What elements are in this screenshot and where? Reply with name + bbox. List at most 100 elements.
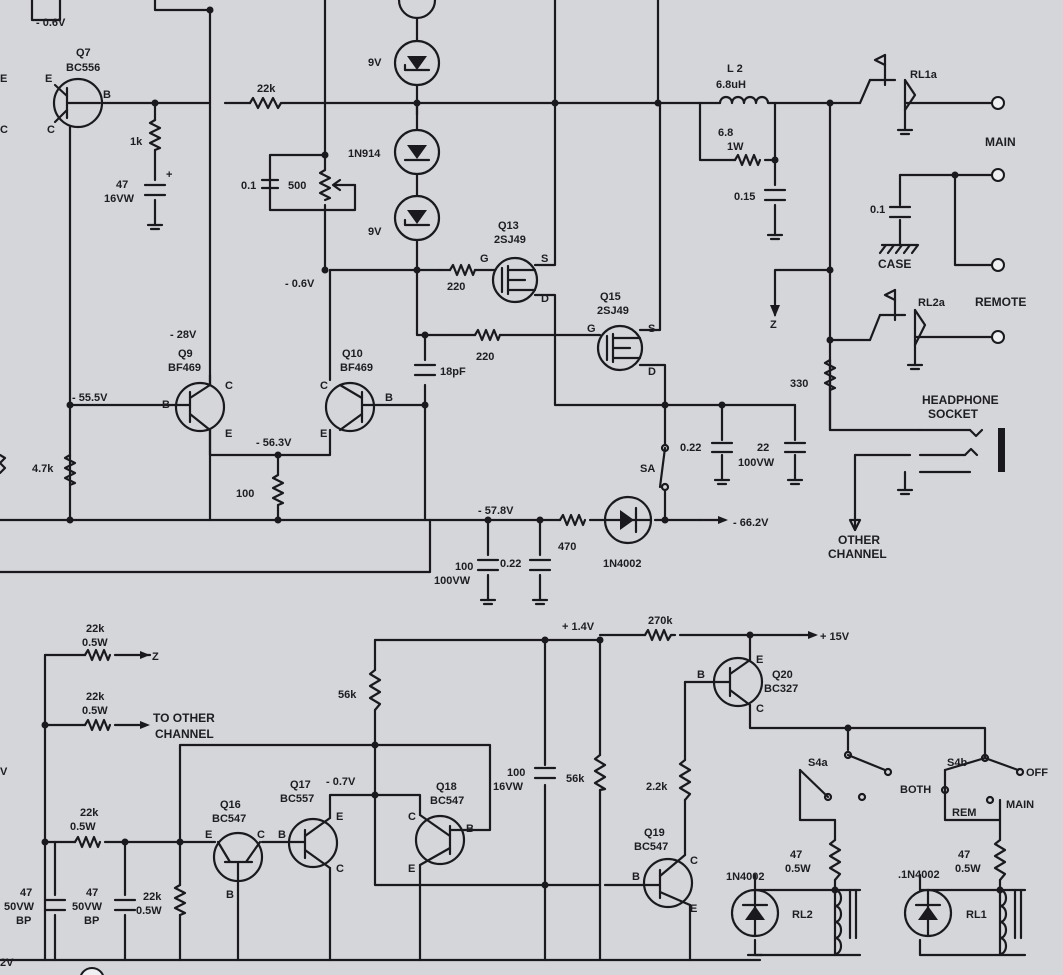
- label-9v-b: 9V: [368, 226, 382, 238]
- label-c01-case: 0.1: [870, 204, 885, 216]
- pot-500: [318, 168, 357, 202]
- other-components: [140, 53, 1025, 956]
- resistor-56k-b: [593, 753, 607, 792]
- capacitor-47-bp-2: [113, 898, 137, 912]
- label-c22-a: 22: [757, 442, 769, 454]
- label-270k: 270k: [648, 615, 673, 627]
- label-s4a: S4a: [808, 757, 828, 769]
- label-22k-top: 22k: [257, 83, 276, 95]
- label-330: 330: [790, 378, 808, 390]
- resistor-22k-z: [83, 648, 112, 662]
- svg-text:E: E: [205, 829, 212, 841]
- label-r6-8-a: 6.8: [718, 127, 733, 139]
- label-r47-d: 0.5W: [955, 863, 981, 875]
- label-q18-name: Q18: [436, 781, 457, 793]
- relay-rl1a-contact: [868, 53, 917, 112]
- label-v-m0-6-top: - 0.6V: [36, 17, 66, 29]
- label-s4b: S4b: [947, 757, 967, 769]
- svg-text:D: D: [541, 293, 549, 305]
- svg-text:B: B: [103, 89, 111, 101]
- label-100: 100: [236, 488, 254, 500]
- label-v-p1-4: + 1.4V: [562, 621, 595, 633]
- other-channel-arrow: [848, 518, 862, 532]
- svg-text:E: E: [408, 863, 415, 875]
- svg-text:D: D: [648, 366, 656, 378]
- label-v-m57-8: - 57.8V: [478, 505, 514, 517]
- svg-text:S: S: [648, 323, 655, 335]
- svg-text:C: C: [320, 380, 328, 392]
- svg-text:C: C: [257, 829, 265, 841]
- q18-transistor: [414, 813, 467, 867]
- switch-s4a: [798, 750, 893, 802]
- label-v-m0-7: - 0.7V: [326, 776, 356, 788]
- label-r2-2k: 2.2k: [646, 781, 668, 793]
- svg-text:G: G: [480, 253, 489, 265]
- label-c47-a: 47: [116, 179, 128, 191]
- label-z2: Z: [152, 651, 159, 663]
- label-q17-name: Q17: [290, 779, 311, 791]
- label-case: CASE: [878, 257, 911, 271]
- resistor-100: [271, 473, 285, 507]
- label-r22k-d-a: 22k: [143, 891, 162, 903]
- terminal-remote-1: [991, 258, 1005, 272]
- label-q20-type: BC327: [764, 683, 798, 695]
- label-4-7k: 4.7k: [32, 463, 54, 475]
- resistor-22k-c: [73, 835, 102, 849]
- label-q15-name: Q15: [600, 291, 621, 303]
- svg-text:B: B: [278, 829, 286, 841]
- resistor-470: [558, 513, 587, 527]
- svg-text:E: E: [0, 73, 7, 85]
- resistor-22k-d: [173, 883, 187, 917]
- diode-1n4002-a: [603, 495, 653, 545]
- label-v-p15: + 15V: [820, 631, 850, 643]
- label-q19-name: Q19: [644, 827, 665, 839]
- zener-9v-a: [393, 39, 441, 87]
- diode-1n4002-b: [730, 888, 780, 938]
- svg-text:C: C: [0, 124, 8, 136]
- label-220-a: 220: [447, 281, 465, 293]
- label-toc-b: CHANNEL: [155, 727, 214, 741]
- svg-text:B: B: [385, 392, 393, 404]
- label-rl1: RL1: [966, 909, 987, 921]
- capacitor-0-1: [260, 178, 280, 190]
- label-c47bp1-b: 50VW: [4, 901, 35, 913]
- label-rem: REM: [952, 807, 976, 819]
- label-r56k-a: 56k: [338, 689, 357, 701]
- label-main2: MAIN: [1006, 799, 1034, 811]
- resistor-47-b: [993, 838, 1007, 882]
- label-v-m0-6: - 0.6V: [285, 278, 315, 290]
- resistors: [0, 96, 1007, 917]
- label-hp-b: SOCKET: [928, 407, 979, 421]
- capacitor-0-22-b: [710, 441, 734, 454]
- label-c47bp2-a: 47: [86, 887, 98, 899]
- capacitor-100u-100v: [476, 558, 500, 572]
- label-pot500: 500: [288, 180, 306, 192]
- svg-text:B: B: [466, 823, 474, 835]
- label-q10-type: BF469: [340, 362, 373, 374]
- label-1k: 1k: [130, 136, 143, 148]
- svg-text:E: E: [225, 428, 232, 440]
- resistor-22k-top: [248, 96, 287, 110]
- arrow-oc: [140, 721, 150, 729]
- label-q19-type: BC547: [634, 841, 668, 853]
- label-c100-16-b: 16VW: [493, 781, 524, 793]
- label-470: 470: [558, 541, 576, 553]
- relay-coil-rl2: [833, 888, 858, 956]
- label-l2-a: L 2: [727, 63, 743, 75]
- label-q16-type: BC547: [212, 813, 246, 825]
- label-c022-a: 0.22: [500, 558, 521, 570]
- label-r22k-c-a: 22k: [80, 807, 99, 819]
- label-220-b: 220: [476, 351, 494, 363]
- label-r47-a: 47: [790, 849, 802, 861]
- capacitor-0-15: [763, 188, 787, 202]
- label-c015: 0.15: [734, 191, 755, 203]
- arrow-z2: [140, 651, 152, 659]
- svg-text:C: C: [225, 380, 233, 392]
- label-off: OFF: [1026, 767, 1048, 779]
- label-9v-a: 9V: [368, 57, 382, 69]
- diode-1n4002-c: [903, 888, 953, 938]
- label-c100-a: 100: [455, 561, 473, 573]
- svg-text:E: E: [336, 811, 343, 823]
- label-q17-type: BC557: [280, 793, 314, 805]
- arrow-15v: [798, 631, 818, 639]
